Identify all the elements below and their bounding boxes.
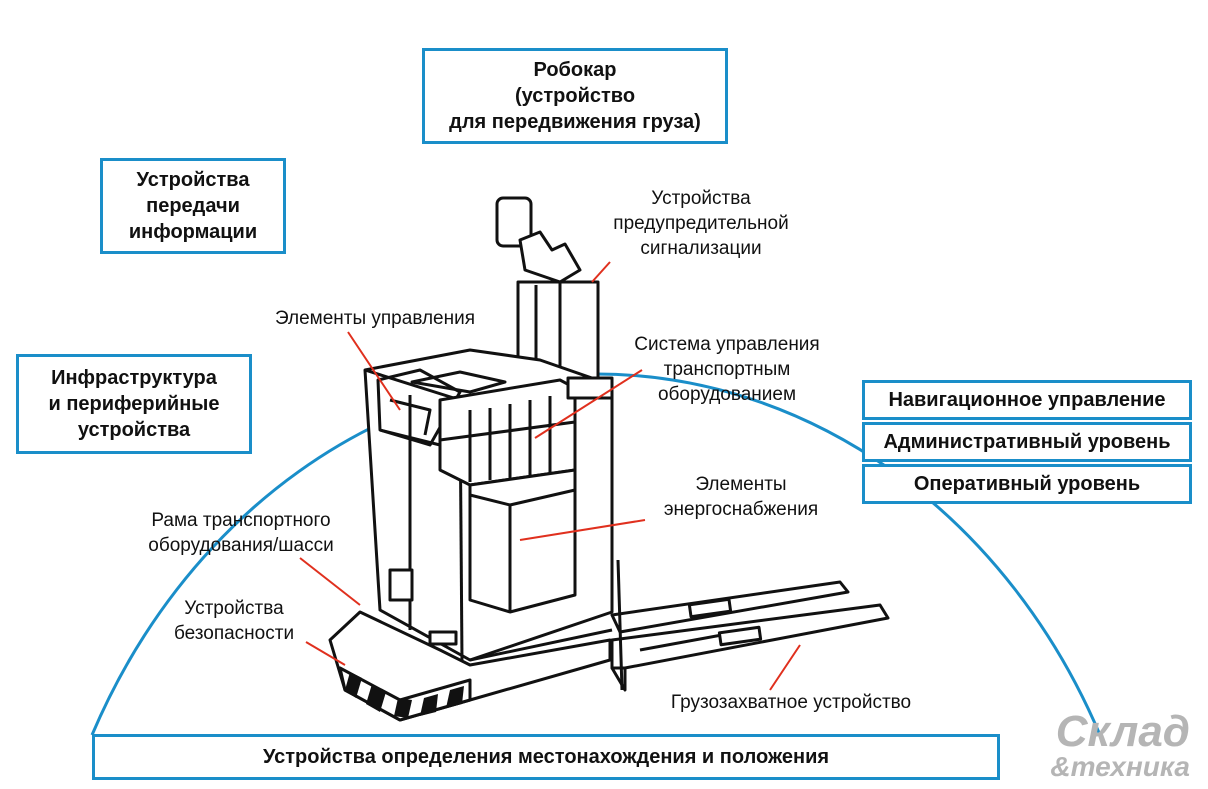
sklad-tehnika-logo: Склад &техника	[1050, 707, 1190, 782]
warning-devices-label: Устройства предупредительной сигнализаци…	[596, 186, 806, 261]
robocar-line-3: для передвижения груза)	[449, 111, 701, 133]
navigation-level-label: Навигационное управление	[888, 389, 1166, 411]
control-system-line-3: оборудованием	[657, 384, 797, 405]
power-line-1: Элементы	[695, 474, 787, 495]
robocar-line-1: Робокар	[533, 59, 617, 81]
warning-line-2: предупредительной	[613, 213, 789, 234]
infrastructure-line-1: Инфраструктура	[51, 367, 217, 389]
logo-line-1: Склад	[1055, 707, 1190, 756]
location-label: Устройства определения местонахождения и…	[262, 746, 830, 768]
info-transfer-line-3: информации	[128, 221, 258, 243]
robocar-illustration	[328, 196, 890, 722]
safety-label: Устройства безопасности	[156, 596, 312, 646]
safety-line-2: безопасности	[173, 623, 295, 644]
frame-line-1: Рама транспортного	[151, 510, 331, 531]
frame-label: Рама транспортного оборудования/шасси	[130, 508, 352, 558]
robocar-box: Робокар (устройство для передвижения гру…	[422, 48, 728, 144]
robocar-line-2: (устройство	[514, 85, 636, 107]
safety-line-1: Устройства	[184, 598, 284, 619]
warning-line-3: сигнализации	[640, 238, 762, 259]
power-label: Элементы энергоснабжения	[646, 472, 836, 522]
frame-line-2: оборудования/шасси	[148, 535, 334, 556]
administrative-level-box: Административный уровень	[862, 422, 1192, 462]
warning-line-1: Устройства	[651, 188, 751, 209]
info-transfer-line-1: Устройства	[136, 169, 250, 191]
controls-text: Элементы управления	[274, 308, 476, 329]
info-transfer-line-2: передачи	[146, 195, 240, 217]
control-system-label: Система управления транспортным оборудов…	[620, 332, 834, 407]
location-box: Устройства определения местонахождения и…	[92, 734, 1000, 780]
infrastructure-line-2: и периферийные	[48, 393, 220, 415]
operational-level-label: Оперативный уровень	[913, 473, 1141, 495]
logo-line-2: &техника	[1050, 751, 1190, 782]
navigation-level-box: Навигационное управление	[862, 380, 1192, 420]
infrastructure-line-3: устройства	[77, 419, 191, 441]
load-handling-text: Грузозахватное устройство	[670, 692, 912, 713]
operational-level-box: Оперативный уровень	[862, 464, 1192, 504]
load-handling-label: Грузозахватное устройство	[652, 690, 930, 715]
info-transfer-box: Устройства передачи информации	[100, 158, 286, 254]
administrative-level-label: Административный уровень	[883, 431, 1171, 453]
levels-stack: Навигационное управление Административны…	[862, 380, 1192, 506]
control-system-line-1: Система управления	[634, 334, 820, 355]
control-system-line-2: транспортным	[663, 359, 791, 380]
pointer-lines	[299, 261, 801, 691]
controls-label: Элементы управления	[262, 306, 488, 331]
infrastructure-box: Инфраструктура и периферийные устройства	[16, 354, 252, 454]
power-line-2: энергоснабжения	[663, 499, 819, 520]
